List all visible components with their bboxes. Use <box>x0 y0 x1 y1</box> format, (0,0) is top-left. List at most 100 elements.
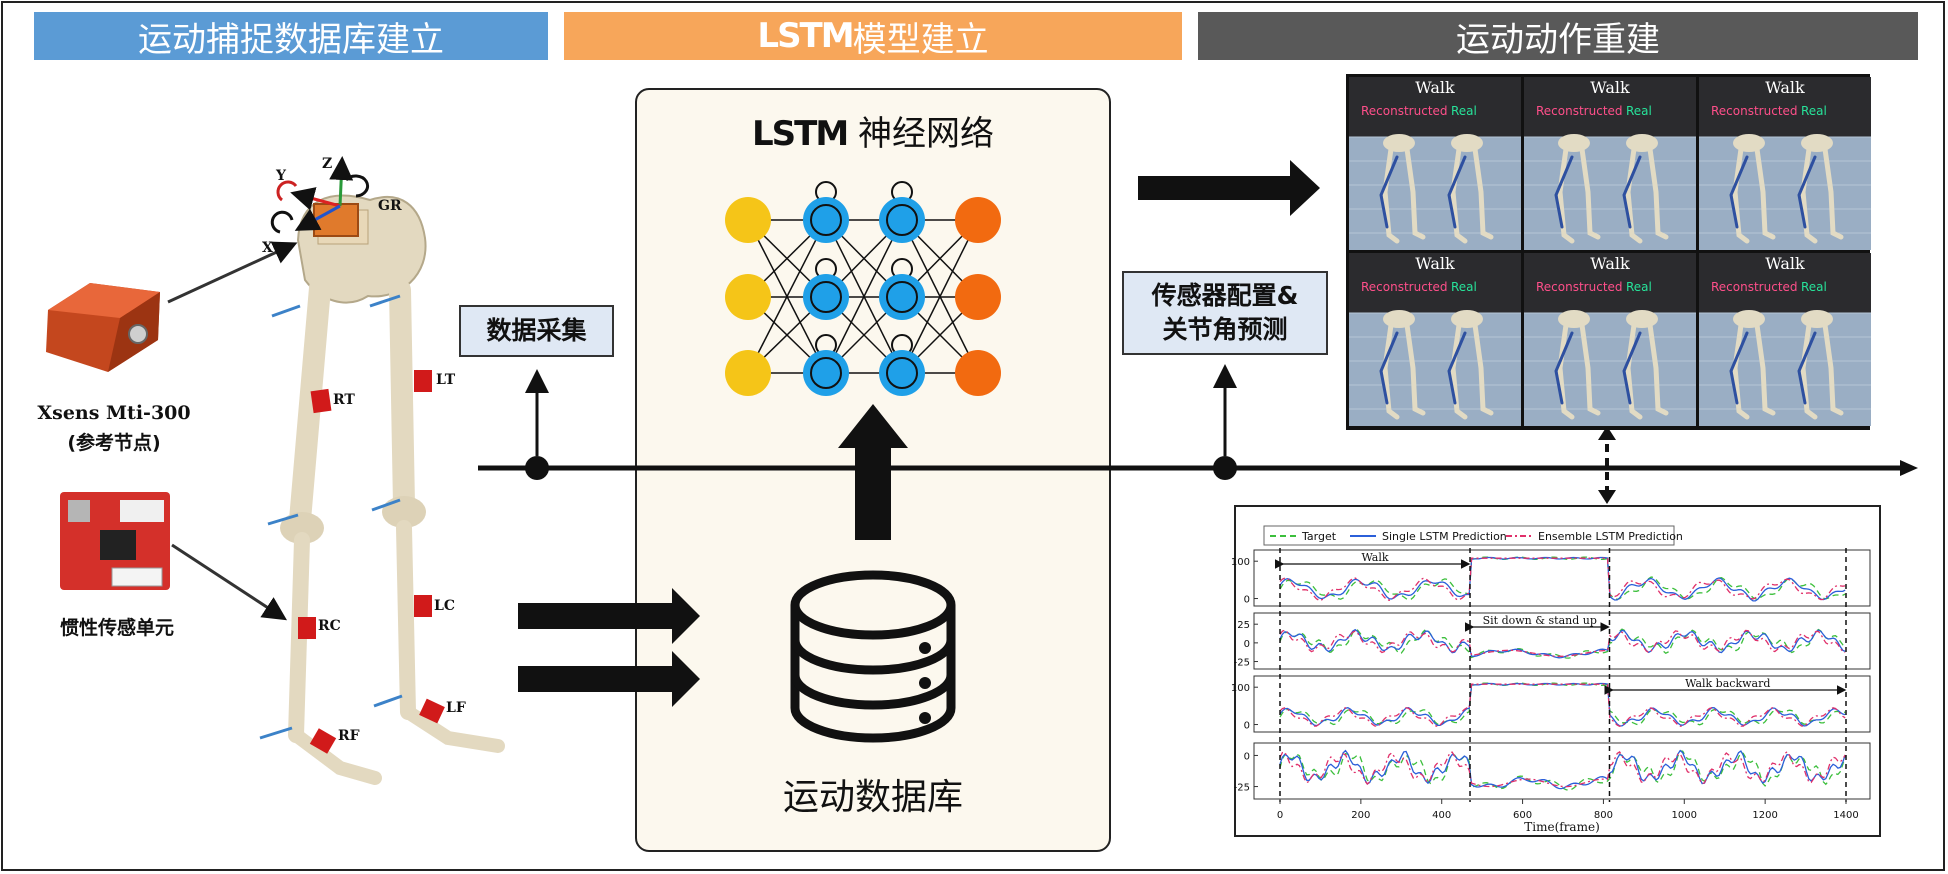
tile-real-label: Real <box>1451 280 1477 294</box>
chart-panel: 1000 <box>1231 549 1871 607</box>
xsens-name: Xsens Mti-300 <box>37 402 191 424</box>
tile-floor <box>1349 137 1521 250</box>
tile-reconstructed-label: Reconstructed <box>1536 104 1623 118</box>
skeleton-figure <box>1554 310 1601 420</box>
tile-sky <box>1699 253 1871 313</box>
neural-network <box>725 181 1001 396</box>
sensor-config-box: 传感器配置& 关节角预测 <box>1122 271 1328 355</box>
tile-sky <box>1699 77 1871 137</box>
hidden-node <box>879 197 925 243</box>
hidden-node <box>803 350 849 396</box>
dashed-link-down-head <box>1598 490 1616 504</box>
lstm-cell-ring <box>810 357 842 389</box>
network-edges <box>747 219 979 374</box>
y-tick-label: 0 <box>1244 639 1250 650</box>
timeline-arrowhead <box>1900 460 1918 476</box>
x-tick-label: 1000 <box>1672 810 1697 821</box>
skeleton-figure <box>1622 310 1669 420</box>
y-tick-label: 0 <box>1244 751 1250 762</box>
tile-floor <box>1349 313 1521 426</box>
data-collection-label: 数据采集 <box>486 316 587 345</box>
skeleton-illustration <box>259 156 505 785</box>
hidden-node <box>879 350 925 396</box>
skeleton-figure <box>1622 134 1669 244</box>
header-model-prefix: LSTM <box>757 16 854 56</box>
network-edge <box>901 219 979 374</box>
tile-real-label: Real <box>1626 280 1652 294</box>
tile-sky <box>1524 253 1696 313</box>
y-tick-label: 0 <box>1244 721 1250 732</box>
skeleton-figure <box>1447 134 1494 244</box>
x-tick-label: 0 <box>1277 810 1283 821</box>
network-title-prefix: LSTM <box>752 114 849 154</box>
imu-board-icon <box>60 492 288 621</box>
header-reconstruct-text: 运动动作重建 <box>1456 19 1660 60</box>
ensemble-lstm-series-line <box>1279 557 1846 601</box>
ensemble-lstm-series-line <box>1279 629 1846 657</box>
y-tick-label: 25 <box>1237 620 1250 631</box>
segment-label-lt: LT <box>436 372 456 388</box>
tile-floor <box>1524 137 1696 250</box>
legend-entry: Single LSTM Prediction <box>1382 530 1507 543</box>
skeleton-figure <box>1729 310 1776 420</box>
tile-reconstructed-label: Reconstructed <box>1361 280 1448 294</box>
lstm-cell-ring <box>810 281 842 313</box>
data-collection-box: 数据采集 <box>459 305 614 357</box>
phase-boundaries <box>1279 548 1847 802</box>
segment-label-rc: RC <box>318 618 341 634</box>
header-reconstruct: 运动动作重建 <box>1198 12 1918 60</box>
legend-box <box>1263 525 1675 546</box>
sensor-config-line2: 关节角预测 <box>1162 315 1288 344</box>
output-node <box>955 197 1001 243</box>
network-nodes <box>725 181 1001 396</box>
tile-floor <box>1699 137 1871 250</box>
lstm-cell-ring <box>886 281 918 313</box>
input-node <box>725 274 771 320</box>
network-edge <box>825 219 903 374</box>
tile-title: Walk <box>1765 254 1805 273</box>
tile-sky <box>1524 77 1696 137</box>
hidden-node <box>803 197 849 243</box>
dashed-link-up-head <box>1598 426 1616 440</box>
tile-real-label: Real <box>1451 104 1477 118</box>
collect-node <box>525 456 549 480</box>
hidden-node <box>803 274 849 320</box>
tile-reconstructed-label: Reconstructed <box>1361 104 1448 118</box>
sensor-config-line1: 传感器配置& <box>1151 281 1299 310</box>
ensemble-lstm-series-line <box>1279 683 1846 727</box>
tile-title: Walk <box>1590 254 1630 273</box>
x-tick-label: 600 <box>1513 810 1532 821</box>
tile-reconstructed-label: Reconstructed <box>1536 280 1623 294</box>
tile-real-label: Real <box>1626 104 1652 118</box>
skeleton-figure <box>1797 134 1844 244</box>
segment-label-lc: LC <box>434 598 455 614</box>
x-tick-label: 200 <box>1351 810 1370 821</box>
xsens-sensor-icon <box>46 241 298 372</box>
hidden-node <box>879 274 925 320</box>
config-node <box>1213 456 1237 480</box>
axis-label-z: Z <box>322 156 333 172</box>
segment-label-rf: RF <box>338 728 360 744</box>
y-tick-label: 0 <box>1244 595 1250 606</box>
annotation-label: Walk <box>1361 551 1388 564</box>
lstm-cell-ring <box>810 204 842 236</box>
data-in-arrow-2 <box>518 651 700 707</box>
database-label: 运动数据库 <box>782 777 963 818</box>
skeleton-figure <box>1729 134 1776 244</box>
header-model: LSTM 模型建立 <box>564 12 1182 60</box>
header-model-suffix: 模型建立 <box>852 19 989 60</box>
imu-label: 惯性传感单元 <box>59 617 174 639</box>
annotation-label: Walk backward <box>1685 677 1770 690</box>
x-tick-label: 1400 <box>1833 810 1858 821</box>
ensemble-lstm-series-line <box>1279 750 1846 788</box>
